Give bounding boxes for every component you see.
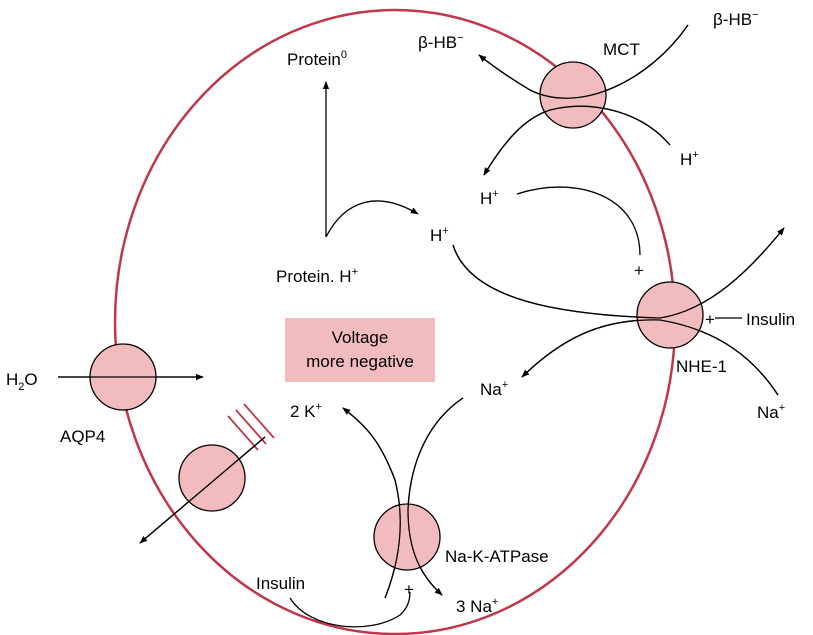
protein-neutral-label: Protein0 [287,49,347,69]
nhe-proton-efflux-overlay [452,227,785,319]
nhe-sodium-influx-overlay [521,319,779,396]
proton-release-arrow [325,200,419,238]
na-k-atpase-pump [373,503,441,571]
nhe-plus-sign: + [634,261,644,280]
atpase-plus-sign: + [404,580,414,599]
na-k-atpase-label: Na-K-ATPase [445,547,549,566]
nhe-insulin-label: Insulin [746,310,795,329]
nhe-sodium-out-label: Na+ [757,402,785,422]
nhe1-label: NHE-1 [676,357,727,376]
mct-proton-arrow-overlay [483,105,671,176]
nhe-proton-efflux-arrow [452,227,785,319]
voltage-label-line1: Voltage [332,328,389,347]
nhe-insulin-plus: + [705,310,715,329]
potassium-efflux-overlay [139,436,266,544]
channel-block-marks [227,403,275,451]
intracellular-proton-label: H+ [480,188,499,208]
mct-transporter [539,61,607,129]
voltage-box [285,318,435,382]
atpase-insulin-label: Insulin [256,574,305,593]
insulin-atpase-curve [289,591,411,628]
proton-to-nhe-curve [516,186,641,256]
nhe1-exchanger [636,281,704,349]
bhb-intracellular-label: β-HB− [713,9,759,29]
released-proton-label: H+ [430,225,449,245]
bhb-extracellular-label: β-HB− [418,32,464,52]
protein-h-label: Protein. H+ [276,266,358,286]
potassium-channel [178,444,246,512]
mct-proton-label: H+ [680,149,699,169]
bhb-transport-arrow-overlay [478,24,689,99]
atpase-sodium-overlay [407,397,464,596]
atpase-potassium-influx-arrow [342,407,401,599]
potassium-label: 2 K+ [290,401,322,421]
water-label: H2O [6,370,38,393]
aqp4-label: AQP4 [60,427,105,446]
nhe-sodium-in-label: Na+ [480,379,508,399]
atpase-potassium-overlay [342,407,401,599]
voltage-label-line2: more negative [306,352,414,371]
mct-label: MCT [603,40,640,59]
sodium-efflux-label: 3 Na+ [456,596,498,616]
